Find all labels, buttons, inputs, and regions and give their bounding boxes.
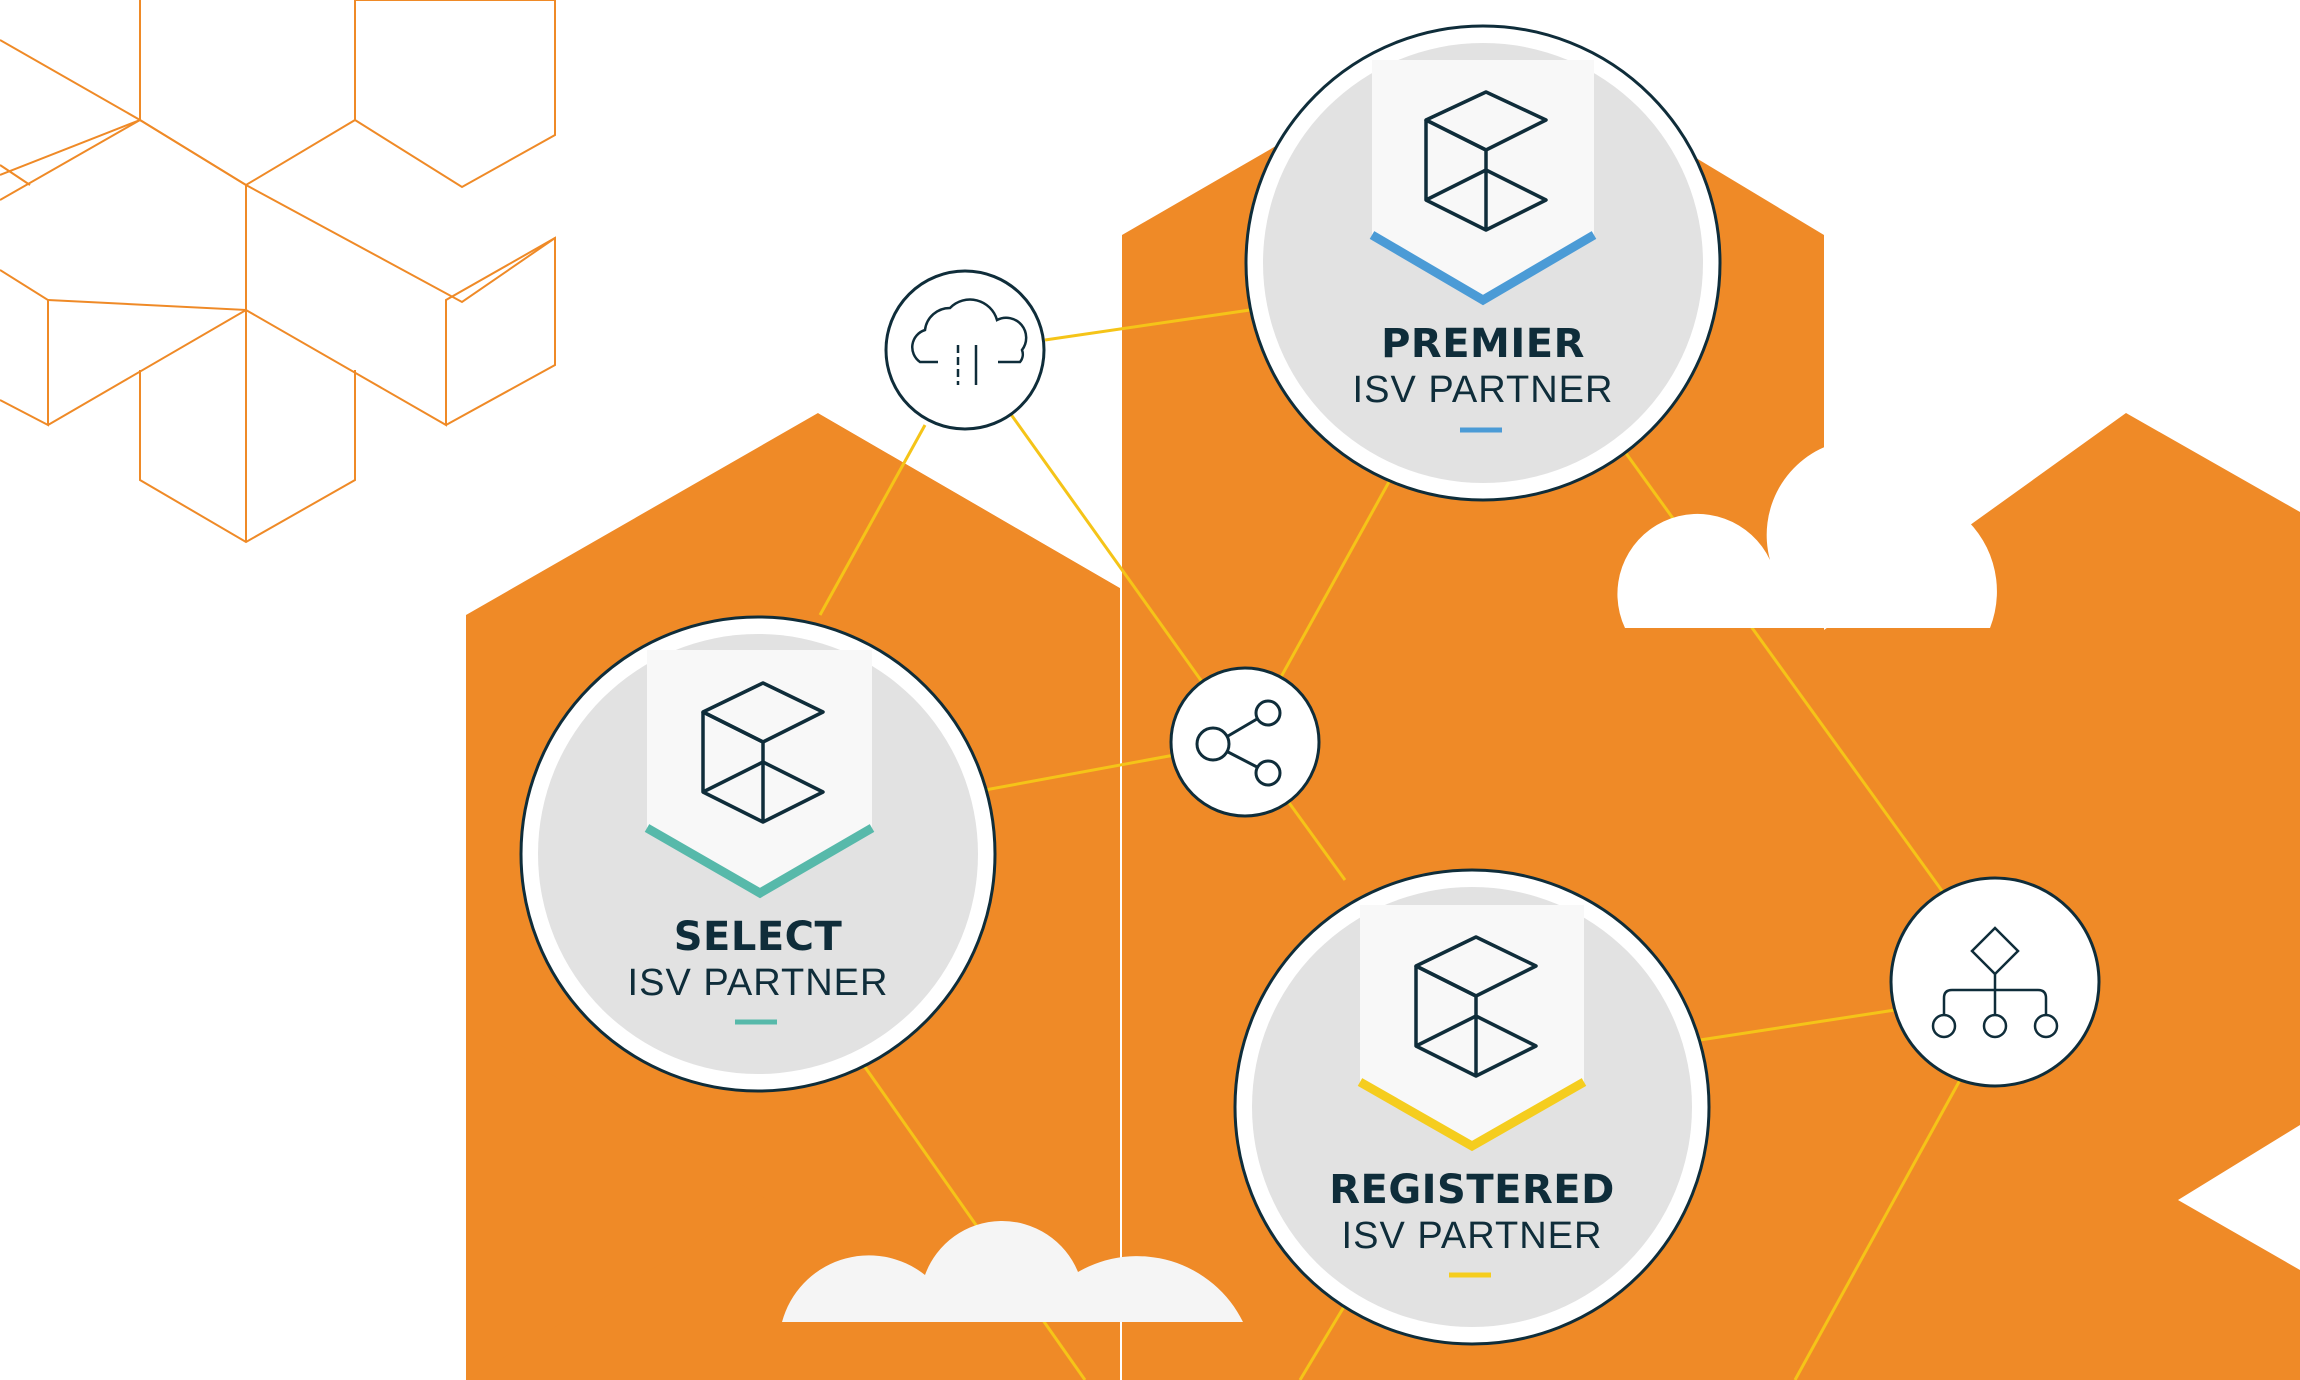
premier-badge: PREMIER ISV PARTNER <box>1244 24 1722 502</box>
cloud-bottom-left <box>782 1220 1243 1322</box>
hierarchy-icon <box>1931 926 2059 1039</box>
premier-subtitle: ISV PARTNER <box>1353 369 1614 411</box>
select-title: SELECT <box>674 914 843 960</box>
premier-title: PREMIER <box>1381 321 1585 367</box>
cube-logo-icon <box>701 681 825 824</box>
registered-badge: REGISTERED ISV PARTNER <box>1233 868 1711 1346</box>
hierarchy-node <box>1889 876 2101 1088</box>
share-icon <box>1195 699 1282 787</box>
cloud-upload-icon <box>911 298 1028 385</box>
cloud-decoration <box>1617 439 1997 628</box>
select-badge: SELECT ISV PARTNER <box>519 615 997 1093</box>
share-node <box>1169 666 1321 818</box>
registered-title: REGISTERED <box>1329 1167 1615 1213</box>
isometric-outline-decoration <box>0 0 556 544</box>
premier-ribbon-accent <box>1369 231 1597 306</box>
cube-logo-icon <box>1414 935 1538 1078</box>
select-subtitle: ISV PARTNER <box>628 962 889 1004</box>
select-ribbon-accent <box>644 824 875 899</box>
registered-ribbon-accent <box>1357 1078 1587 1152</box>
lower-left-hexagon <box>466 1025 768 1380</box>
cloud-upload-node <box>884 269 1046 431</box>
registered-subtitle: ISV PARTNER <box>1342 1215 1603 1257</box>
cloud-decoration-bottom <box>782 1220 1243 1322</box>
white-cutouts <box>818 235 2126 588</box>
cube-logo-icon <box>1424 90 1548 232</box>
cloud-top-right <box>1617 439 1997 628</box>
